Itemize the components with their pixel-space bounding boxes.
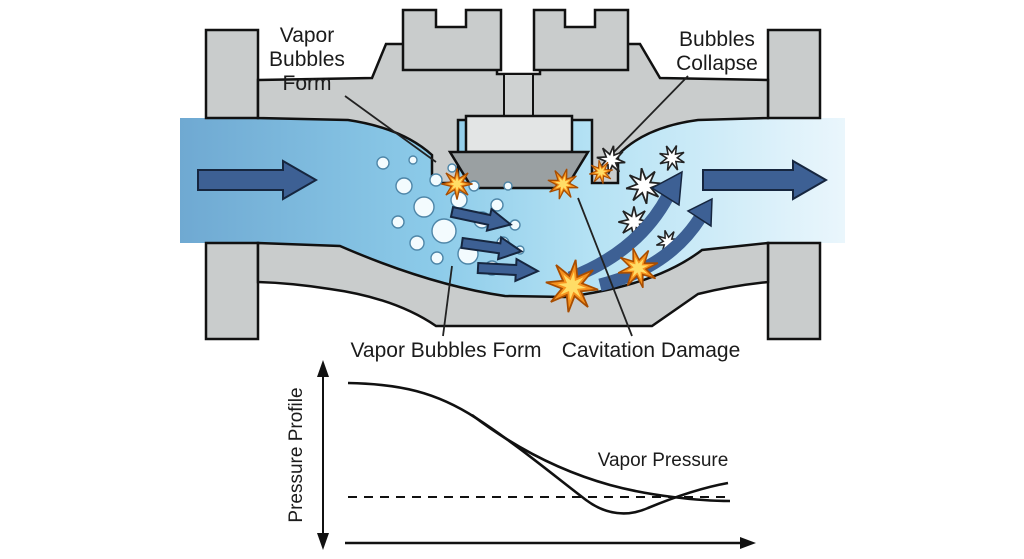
inlet-flow-arrow — [197, 159, 319, 201]
label-vapor-bubbles-form-top-3: Form — [283, 72, 332, 95]
label-pointer-lines — [344, 75, 689, 337]
arrow-right-icon — [740, 537, 756, 549]
pressure-axis-arrow — [317, 360, 329, 550]
label-vapor-bubbles-form-top-1: Vapor — [280, 24, 334, 47]
arrow-down-icon — [317, 533, 329, 550]
y-axis-label: Pressure Profile — [286, 387, 307, 522]
label-bubbles-collapse-1: Bubbles — [679, 28, 755, 51]
right-flange-bottom — [766, 241, 822, 341]
pointer-vapor-bubbles-top — [344, 95, 437, 163]
pressure-curve-cavitating — [347, 381, 729, 515]
bonnet-lug-right — [532, 8, 630, 72]
valve-stem — [503, 73, 534, 121]
label-cavitation-damage: Cavitation Damage — [562, 339, 741, 362]
valve-plug-plate — [464, 114, 574, 154]
outlet-flow-arrow — [702, 159, 829, 201]
flow-arrows — [197, 159, 829, 284]
x-axis — [345, 537, 756, 549]
pointer-vapor-bubbles-bottom — [442, 265, 453, 337]
vapor-pressure-annotation: Vapor Pressure — [598, 450, 729, 471]
recovery-flow-arrows — [567, 170, 713, 292]
left-flange-bottom — [204, 241, 260, 341]
left-flange-top — [204, 28, 260, 120]
label-bubbles-collapse-2: Collapse — [676, 52, 758, 75]
arrow-up-icon — [317, 360, 329, 377]
pressure-curve-approaching — [471, 413, 731, 503]
pointer-bubbles-collapse — [613, 75, 689, 153]
valve-body-lower — [256, 241, 770, 328]
label-vapor-bubbles-form-bottom: Vapor Bubbles Form — [350, 339, 541, 362]
right-flange-top — [766, 28, 822, 120]
pointer-cavitation-damage — [577, 197, 633, 337]
pressure-profile-chart: Pressure Profile Vapor Pressure — [286, 360, 756, 550]
label-vapor-bubbles-form-top-2: Bubbles — [269, 48, 345, 71]
bonnet-lug-left — [401, 8, 503, 72]
valve-flanges — [204, 28, 822, 341]
